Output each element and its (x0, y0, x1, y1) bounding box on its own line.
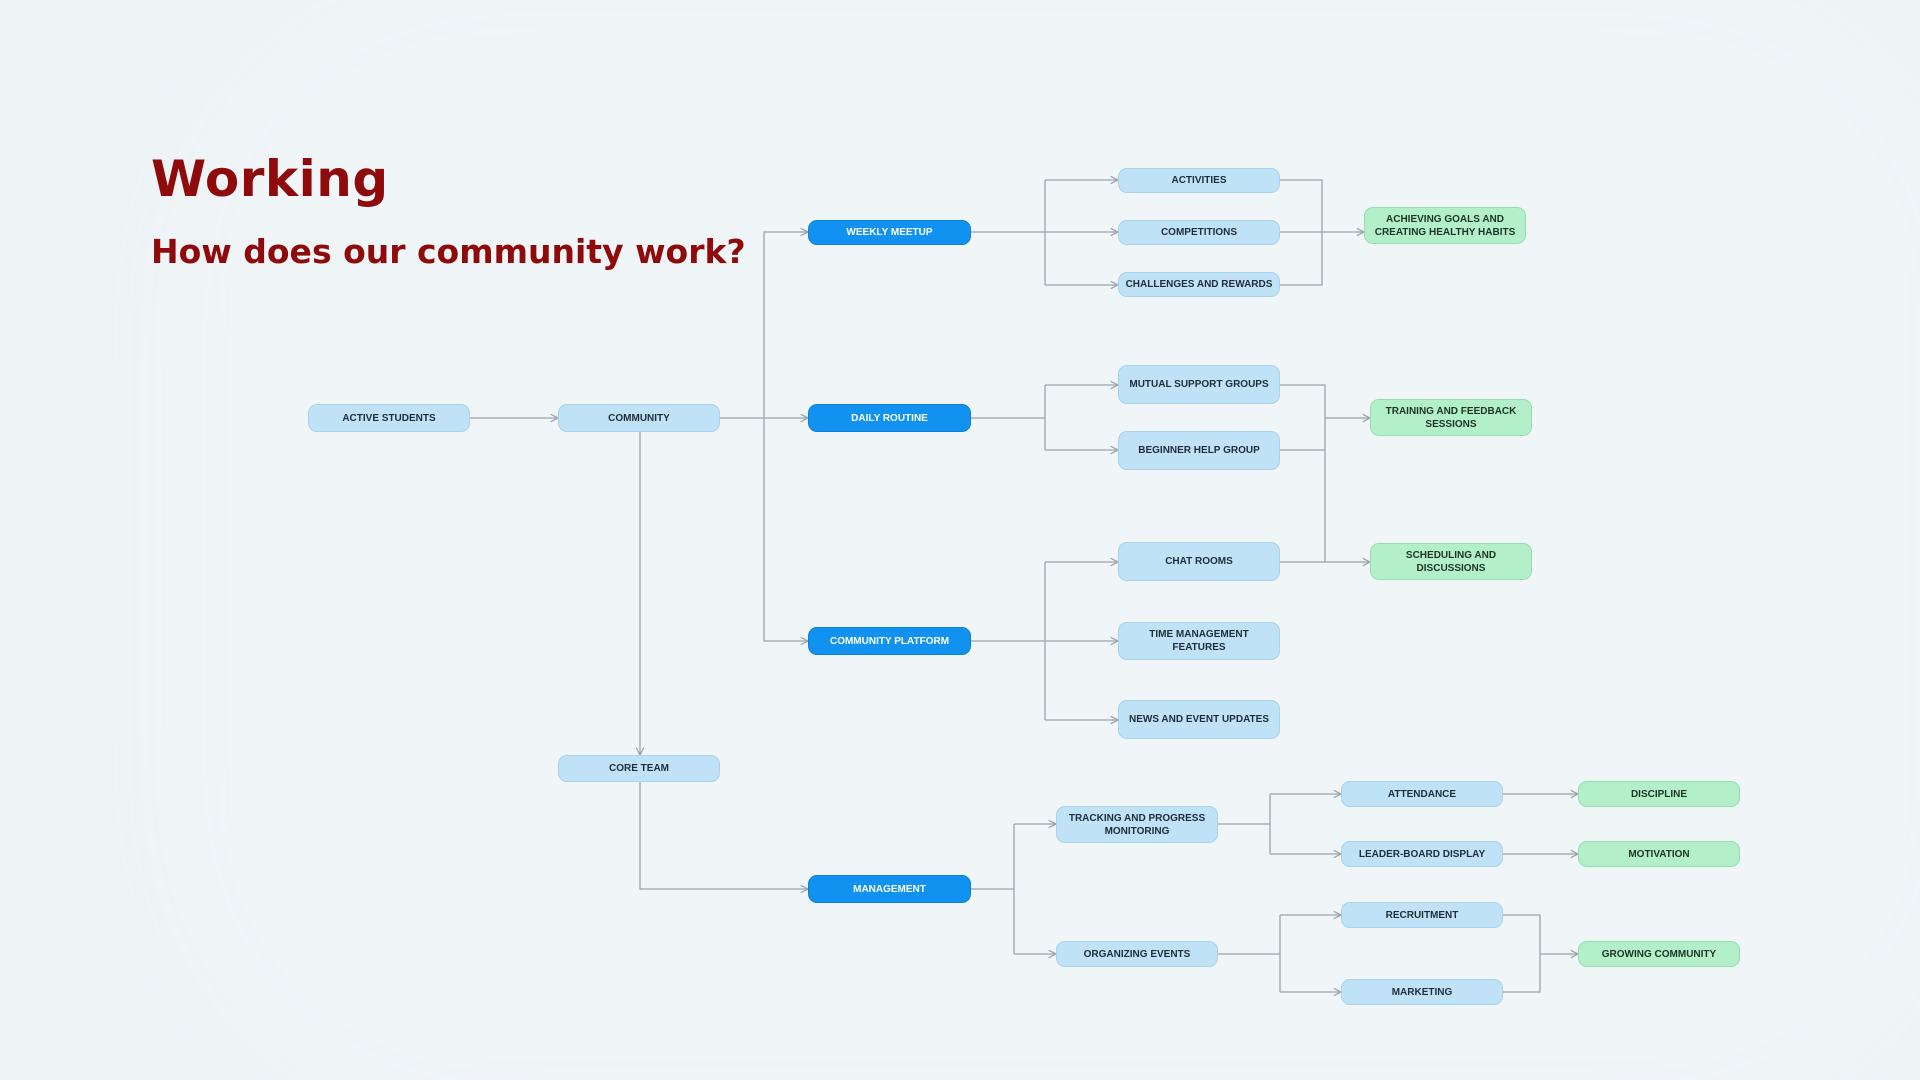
background-glow (230, 40, 1910, 1060)
page-title: Working (151, 150, 389, 208)
node-marketing: MARKETING (1341, 979, 1503, 1005)
node-training-feedback: TRAINING AND FEEDBACK SESSIONS (1370, 399, 1532, 436)
node-core-team: CORE TEAM (558, 755, 720, 782)
node-news-events: NEWS AND EVENT UPDATES (1118, 700, 1280, 739)
node-management: MANAGEMENT (808, 875, 971, 903)
node-tracking-progress: TRACKING AND PROGRESS MONITORING (1056, 806, 1218, 843)
node-attendance: ATTENDANCE (1341, 781, 1503, 807)
node-daily-routine: DAILY ROUTINE (808, 404, 971, 432)
node-activities: ACTIVITIES (1118, 168, 1280, 193)
node-discipline: DISCIPLINE (1578, 781, 1740, 807)
node-weekly-meetup: WEEKLY MEETUP (808, 220, 971, 245)
node-motivation: MOTIVATION (1578, 841, 1740, 867)
node-leaderboard: LEADER-BOARD DISPLAY (1341, 841, 1503, 867)
node-challenges-rewards: CHALLENGES AND REWARDS (1118, 272, 1280, 297)
node-growing-community: GROWING COMMUNITY (1578, 941, 1740, 967)
node-active-students: ACTIVE STUDENTS (308, 404, 470, 432)
node-community-platform: COMMUNITY PLATFORM (808, 627, 971, 655)
node-scheduling: SCHEDULING AND DISCUSSIONS (1370, 543, 1532, 580)
node-goals-habits: ACHIEVING GOALS AND CREATING HEALTHY HAB… (1364, 207, 1526, 244)
node-chat-rooms: CHAT ROOMS (1118, 542, 1280, 581)
page-subtitle: How does our community work? (151, 232, 746, 271)
node-beginner-help: BEGINNER HELP GROUP (1118, 431, 1280, 470)
node-organizing-events: ORGANIZING EVENTS (1056, 941, 1218, 967)
node-mutual-support: MUTUAL SUPPORT GROUPS (1118, 365, 1280, 404)
node-community: COMMUNITY (558, 404, 720, 432)
node-recruitment: RECRUITMENT (1341, 902, 1503, 928)
node-competitions: COMPETITIONS (1118, 220, 1280, 245)
node-time-management: TIME MANAGEMENT FEATURES (1118, 622, 1280, 660)
